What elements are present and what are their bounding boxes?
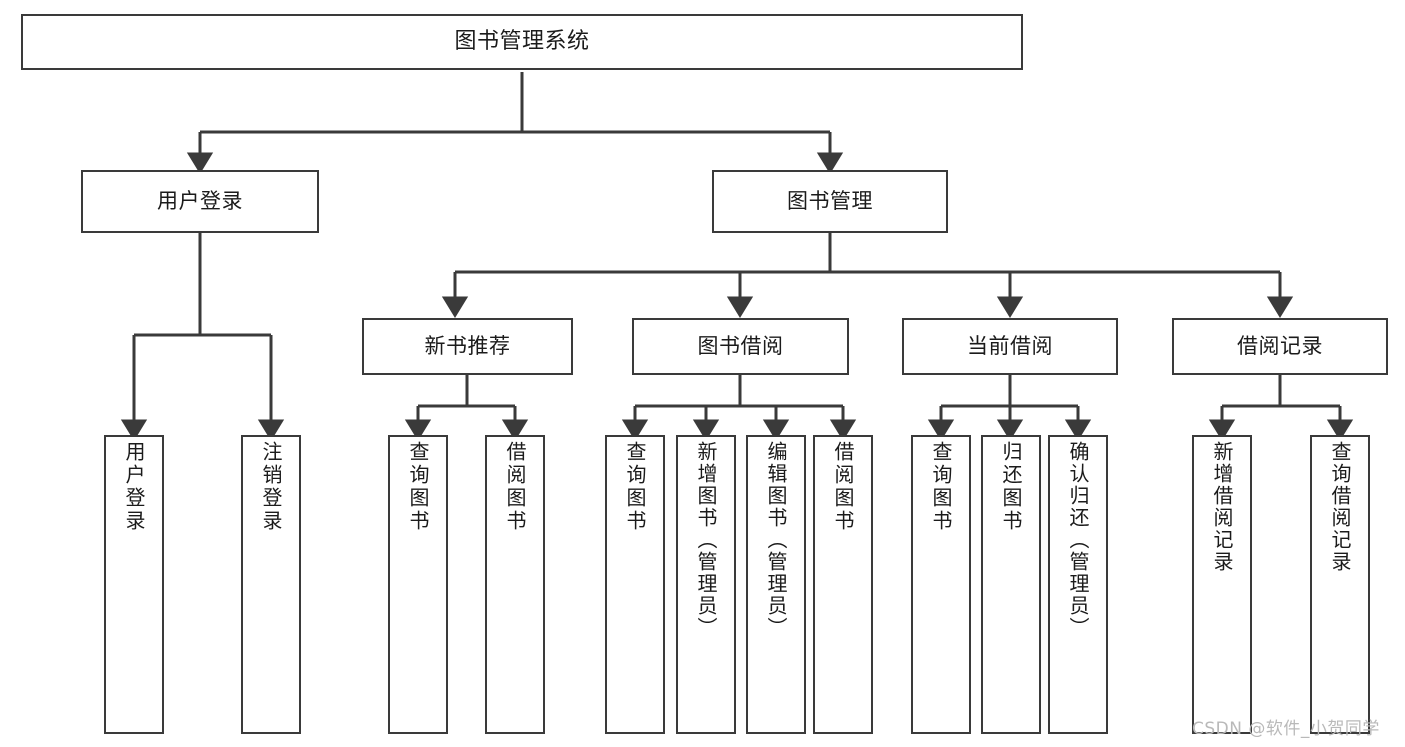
node-book-borrow-label: 图书借阅 — [697, 334, 784, 359]
node-leaf-br-add[interactable]: 新增借阅记录 — [1192, 435, 1252, 734]
node-user-login[interactable]: 用户登录 — [81, 170, 319, 233]
node-leaf-bb-borrow[interactable]: 借阅图书 — [813, 435, 873, 734]
node-borrow-record[interactable]: 借阅记录 — [1172, 318, 1388, 375]
node-leaf-bb-add-label: 新增图书（管理员） — [694, 441, 718, 639]
node-leaf-cb-confirm[interactable]: 确认归还（管理员） — [1048, 435, 1108, 734]
node-leaf-rec-borrow-label: 借阅图书 — [503, 441, 527, 533]
node-leaf-cb-return-label: 归还图书 — [999, 441, 1023, 533]
node-leaf-bb-add[interactable]: 新增图书（管理员） — [676, 435, 736, 734]
node-leaf-bb-edit-label: 编辑图书（管理员） — [764, 441, 788, 639]
node-user-login-label: 用户登录 — [157, 189, 243, 214]
node-leaf-user-login-label: 用户登录 — [122, 441, 146, 533]
node-current-borrow[interactable]: 当前借阅 — [902, 318, 1118, 375]
node-new-book-rec[interactable]: 新书推荐 — [362, 318, 573, 375]
node-leaf-user-logout-label: 注销登录 — [259, 441, 283, 533]
node-leaf-cb-query-label: 查询图书 — [929, 441, 953, 533]
node-leaf-user-login[interactable]: 用户登录 — [104, 435, 164, 734]
node-leaf-bb-query[interactable]: 查询图书 — [605, 435, 665, 734]
node-leaf-rec-borrow[interactable]: 借阅图书 — [485, 435, 545, 734]
node-leaf-rec-query[interactable]: 查询图书 — [388, 435, 448, 734]
node-leaf-bb-edit[interactable]: 编辑图书（管理员） — [746, 435, 806, 734]
node-leaf-user-logout[interactable]: 注销登录 — [241, 435, 301, 734]
node-leaf-cb-confirm-label: 确认归还（管理员） — [1066, 441, 1090, 639]
node-new-book-rec-label: 新书推荐 — [424, 334, 511, 359]
node-leaf-br-query[interactable]: 查询借阅记录 — [1310, 435, 1370, 734]
node-leaf-br-query-label: 查询借阅记录 — [1328, 441, 1352, 573]
node-leaf-bb-borrow-label: 借阅图书 — [831, 441, 855, 533]
node-root-label: 图书管理系统 — [454, 29, 590, 55]
node-book-manage[interactable]: 图书管理 — [712, 170, 948, 233]
node-book-manage-label: 图书管理 — [787, 189, 873, 214]
csdn-watermark: CSDN @软件_小贺同学 — [1192, 719, 1380, 739]
node-borrow-record-label: 借阅记录 — [1237, 334, 1323, 359]
node-leaf-cb-query[interactable]: 查询图书 — [911, 435, 971, 734]
node-leaf-rec-query-label: 查询图书 — [406, 441, 430, 533]
node-leaf-bb-query-label: 查询图书 — [623, 441, 647, 533]
node-leaf-cb-return[interactable]: 归还图书 — [981, 435, 1041, 734]
node-book-borrow[interactable]: 图书借阅 — [632, 318, 849, 375]
node-current-borrow-label: 当前借阅 — [967, 334, 1053, 359]
node-root[interactable]: 图书管理系统 — [21, 14, 1023, 70]
node-leaf-br-add-label: 新增借阅记录 — [1210, 441, 1234, 573]
